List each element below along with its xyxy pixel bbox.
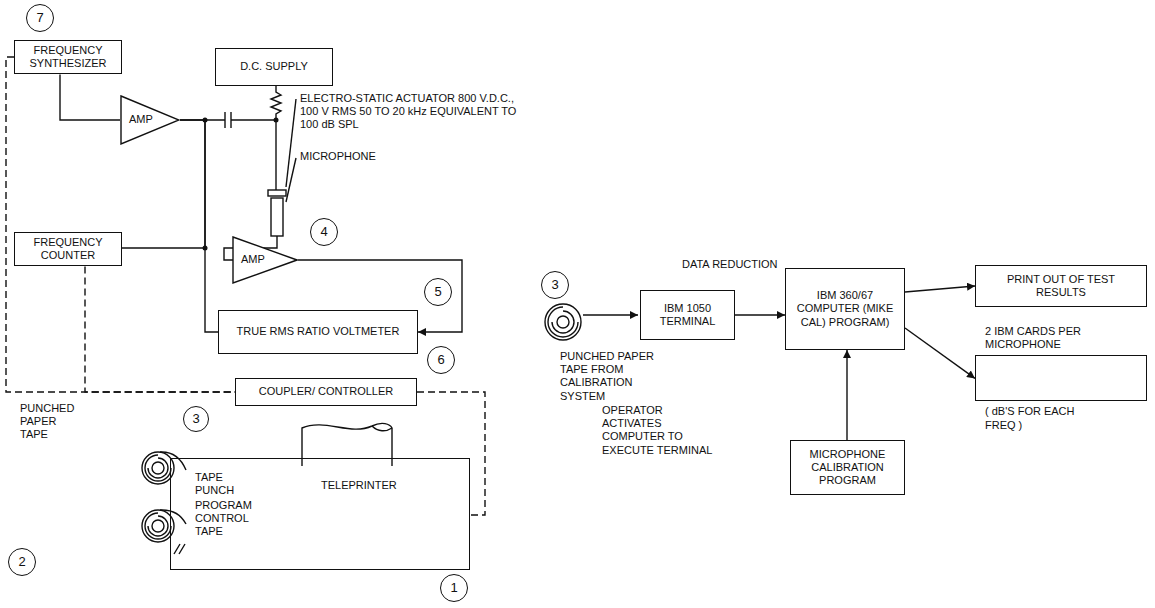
callout-number: 1 (440, 574, 468, 602)
printout-box: PRINT OUT OF TEST RESULTS (975, 265, 1147, 307)
box-label: MICROPHONE CALIBRATION PROGRAM (796, 448, 899, 488)
card-box (975, 355, 1147, 401)
tape-reel (545, 304, 581, 340)
callout-number: 6 (437, 352, 444, 368)
teleprinter-box: TAPE PUNCHPROGRAM CONTROL TAPE TELEPRINTE… (170, 458, 470, 570)
box-label: TRUE RMS RATIO VOLTMETER (237, 325, 400, 338)
tape-reel-hub (152, 462, 164, 474)
tape-feed-arrow (583, 314, 638, 315)
resistor-symbol (271, 86, 281, 190)
callout-number: 5 (424, 278, 452, 306)
callout-number: 6 (427, 346, 455, 374)
teleprinter-paper-curl (372, 426, 392, 431)
callout-number: 4 (320, 224, 327, 240)
leader-line (286, 99, 296, 187)
signal-wire (735, 314, 785, 315)
amplifier-triangle: AMP (120, 95, 180, 145)
callout-number: 3 (192, 411, 199, 427)
actuator-plate (268, 190, 286, 196)
callout-number: 2 (18, 554, 25, 570)
amplifier-outline (233, 237, 297, 283)
note-label: PUNCHED PAPER TAPE FROM CALIBRATION SYST… (560, 350, 680, 403)
callout-number: 3 (541, 271, 569, 299)
box-label: TAPE PUNCH (195, 471, 250, 497)
control-link (85, 266, 235, 392)
signal-wire (180, 120, 218, 332)
box-label: D.C. SUPPLY (240, 60, 308, 73)
signal-wire (846, 350, 847, 440)
amplifier-triangle: AMP (232, 236, 298, 284)
capacitor-symbol (225, 112, 231, 128)
callout-number: 1 (450, 580, 457, 596)
callout-number: 7 (26, 4, 54, 32)
tape-reel-spiral (145, 455, 171, 481)
voltmeter-box: TRUE RMS RATIO VOLTMETER (218, 310, 418, 354)
control-link (417, 392, 485, 515)
box-label: AMP (129, 113, 153, 126)
program-box: MICROPHONE CALIBRATION PROGRAM (790, 440, 905, 495)
callout-number: 3 (551, 277, 558, 293)
callout-number: 3 (183, 406, 209, 432)
supply-box: D.C. SUPPLY (215, 48, 333, 86)
callout-number: 4 (310, 218, 338, 246)
box-label: ( dB'S FOR EACH FREQ ) (975, 405, 1105, 431)
box-label: TELEPRINTER (321, 479, 431, 492)
leader-line (286, 158, 296, 202)
note-label: PUNCHED PAPER TAPE (20, 402, 78, 442)
box-label: IBM 1050 TERMINAL (646, 302, 729, 328)
signal-wire (60, 74, 120, 120)
paper-tape (160, 510, 186, 524)
control-link (6, 57, 235, 392)
paper-tape (160, 452, 186, 470)
computer-box: IBM 360/67 COMPUTER (MIKE CAL) PROGRAM) (785, 268, 905, 350)
synthesizer-box: FREQUENCY SYNTHESIZER (14, 40, 122, 74)
tape-reel-spiral (548, 307, 578, 337)
box-label: AMP (241, 253, 265, 266)
counter-box: FREQUENCY COUNTER (14, 232, 122, 266)
tape-reel-hub (152, 520, 164, 532)
signal-wire (905, 328, 975, 378)
box-label: FREQUENCY SYNTHESIZER (20, 44, 116, 70)
break-mark (174, 544, 185, 554)
tape-reel-spiral (145, 513, 171, 539)
microphone-symbol (271, 198, 283, 236)
signal-wire (122, 120, 205, 248)
terminal-box: IBM 1050 TERMINAL (640, 290, 735, 340)
callout-number: 5 (434, 284, 441, 300)
callout-number: 2 (8, 548, 36, 576)
note-label: OPERATOR ACTIVATES COMPUTER TO EXECUTE T… (602, 404, 724, 457)
note-label: MICROPHONE (300, 150, 390, 163)
amplifier-outline (121, 96, 179, 144)
teleprinter-paper (302, 423, 392, 466)
box-label: PROGRAM CONTROL TAPE (195, 499, 267, 539)
coupling-wire (205, 119, 276, 120)
box-label: COUPLER/ CONTROLLER (259, 385, 393, 398)
box-label: PRINT OUT OF TEST RESULTS (981, 273, 1141, 299)
box-label: 2 IBM CARDS PER MICROPHONE (975, 325, 1105, 351)
note-label: DATA REDUCTION (682, 258, 802, 271)
junction-dot (274, 118, 279, 123)
box-label: FREQUENCY COUNTER (20, 236, 116, 262)
box-label: IBM 360/67 COMPUTER (MIKE CAL) PROGRAM) (791, 289, 899, 329)
coupler-box: COUPLER/ CONTROLLER (235, 378, 417, 406)
tape-reel-hub (557, 316, 569, 328)
card-output-box: 2 IBM CARDS PER MICROPHONE ( dB'S FOR EAC… (975, 325, 1147, 432)
callout-number: 7 (36, 10, 43, 26)
signal-wire (905, 286, 975, 292)
note-label: ELECTRO-STATIC ACTUATOR 800 V.D.C., 100 … (300, 92, 535, 132)
